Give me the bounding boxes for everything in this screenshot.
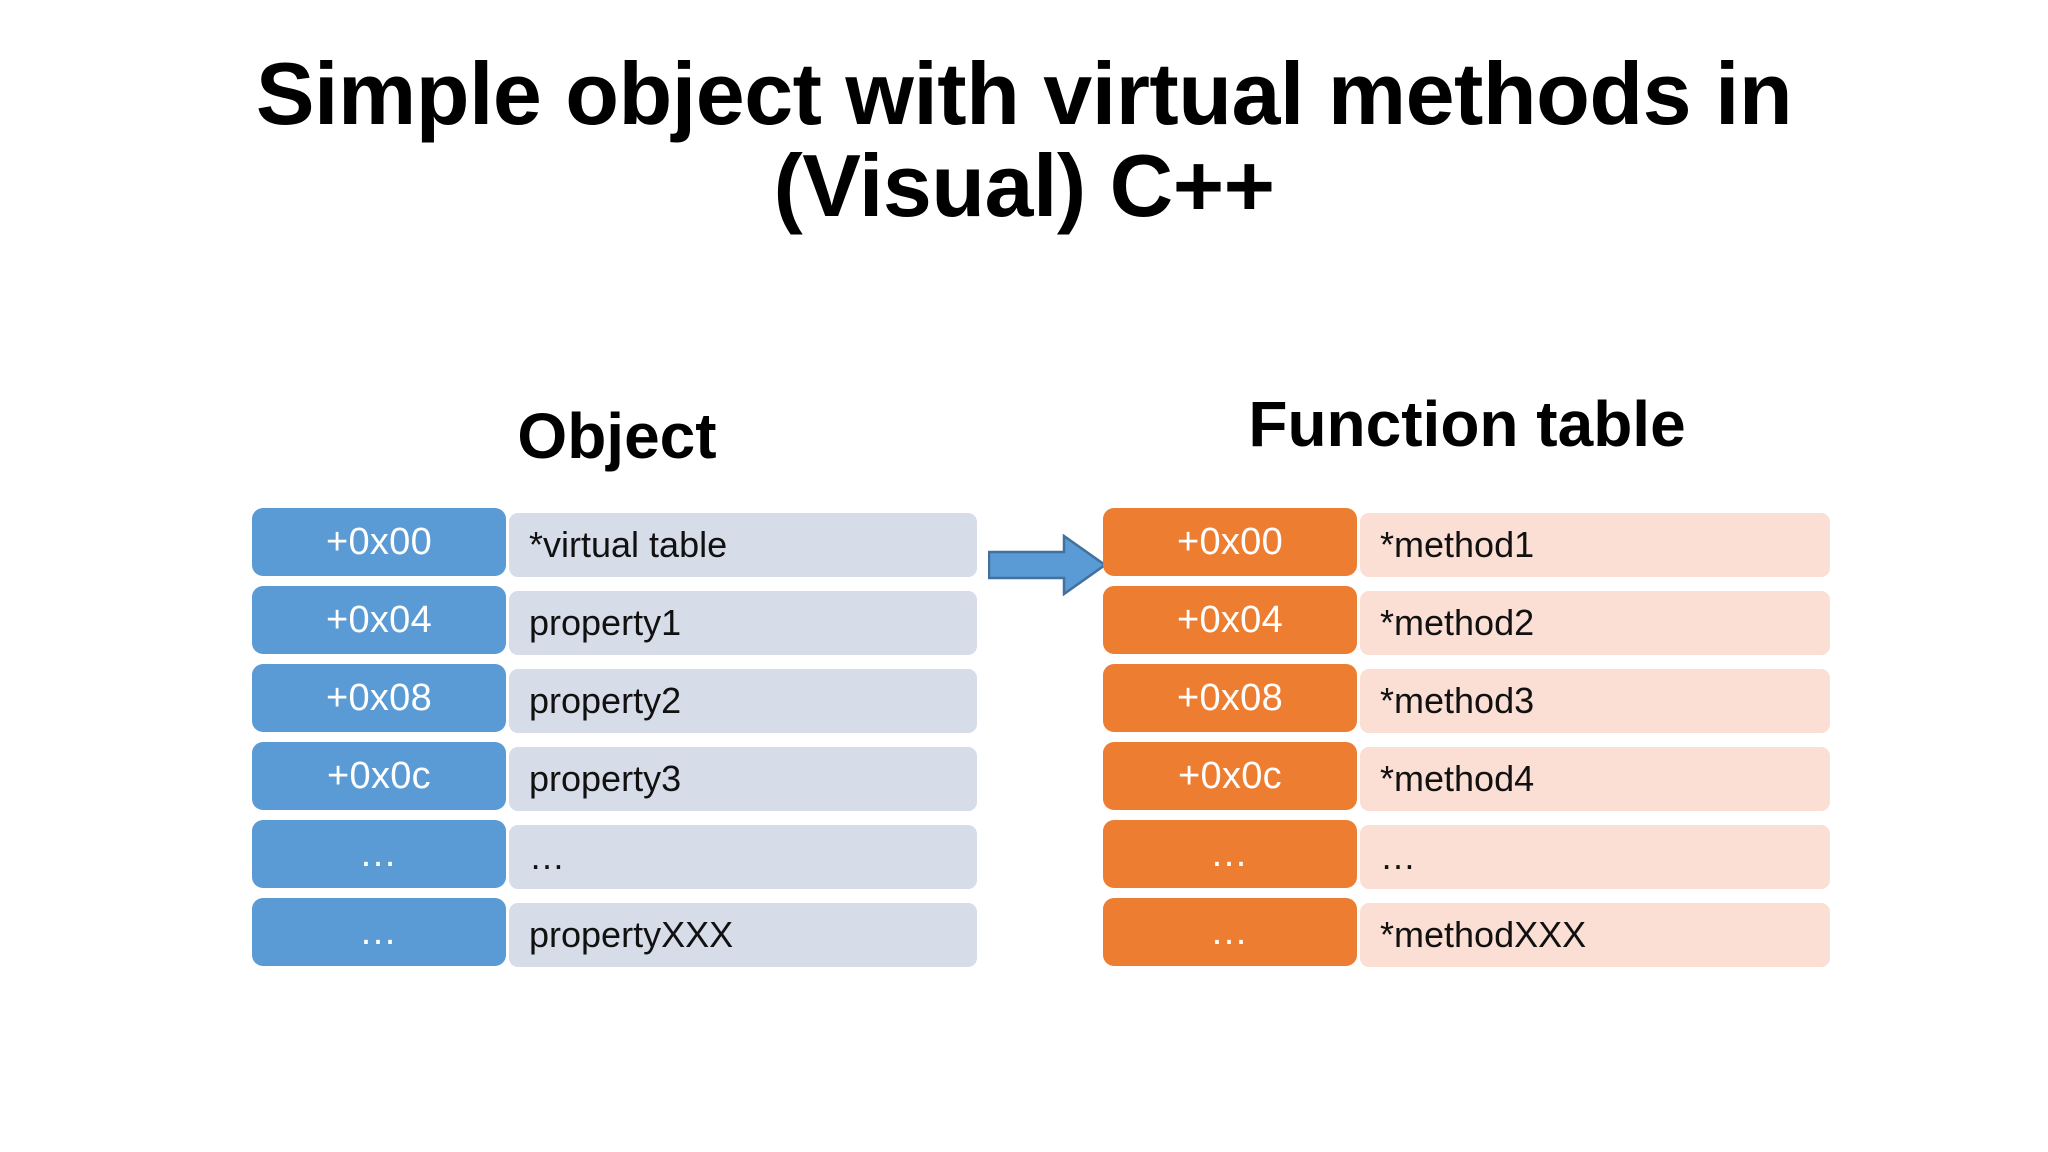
object-offset-cell: …: [252, 898, 506, 966]
function-table-header: Function table: [1248, 388, 1686, 460]
object-table-header: Object: [517, 400, 717, 472]
page-title: Simple object with virtual methods in (V…: [255, 44, 1793, 235]
function-value-cell: *method1: [1360, 513, 1830, 577]
object-value-cell: …: [509, 825, 977, 889]
object-offset-cell: +0x0c: [252, 742, 506, 810]
function-offset-cell: +0x04: [1103, 586, 1357, 654]
object-value-cell: propertyXXX: [509, 903, 977, 967]
object-value-cell: property3: [509, 747, 977, 811]
object-offset-cell: …: [252, 820, 506, 888]
function-offset-cell: +0x08: [1103, 664, 1357, 732]
right-arrow-icon: [987, 533, 1108, 597]
function-value-cell: *method4: [1360, 747, 1830, 811]
object-offset-cell: +0x04: [252, 586, 506, 654]
object-offset-cell: +0x00: [252, 508, 506, 576]
function-offset-cell: +0x0c: [1103, 742, 1357, 810]
object-value-cell: *virtual table: [509, 513, 977, 577]
object-value-cell: property1: [509, 591, 977, 655]
function-value-cell: *methodXXX: [1360, 903, 1830, 967]
function-offset-cell: …: [1103, 820, 1357, 888]
function-offset-cell: +0x00: [1103, 508, 1357, 576]
function-value-cell: *method2: [1360, 591, 1830, 655]
function-value-cell: …: [1360, 825, 1830, 889]
object-offset-cell: +0x08: [252, 664, 506, 732]
object-value-cell: property2: [509, 669, 977, 733]
function-value-cell: *method3: [1360, 669, 1830, 733]
function-offset-cell: …: [1103, 898, 1357, 966]
